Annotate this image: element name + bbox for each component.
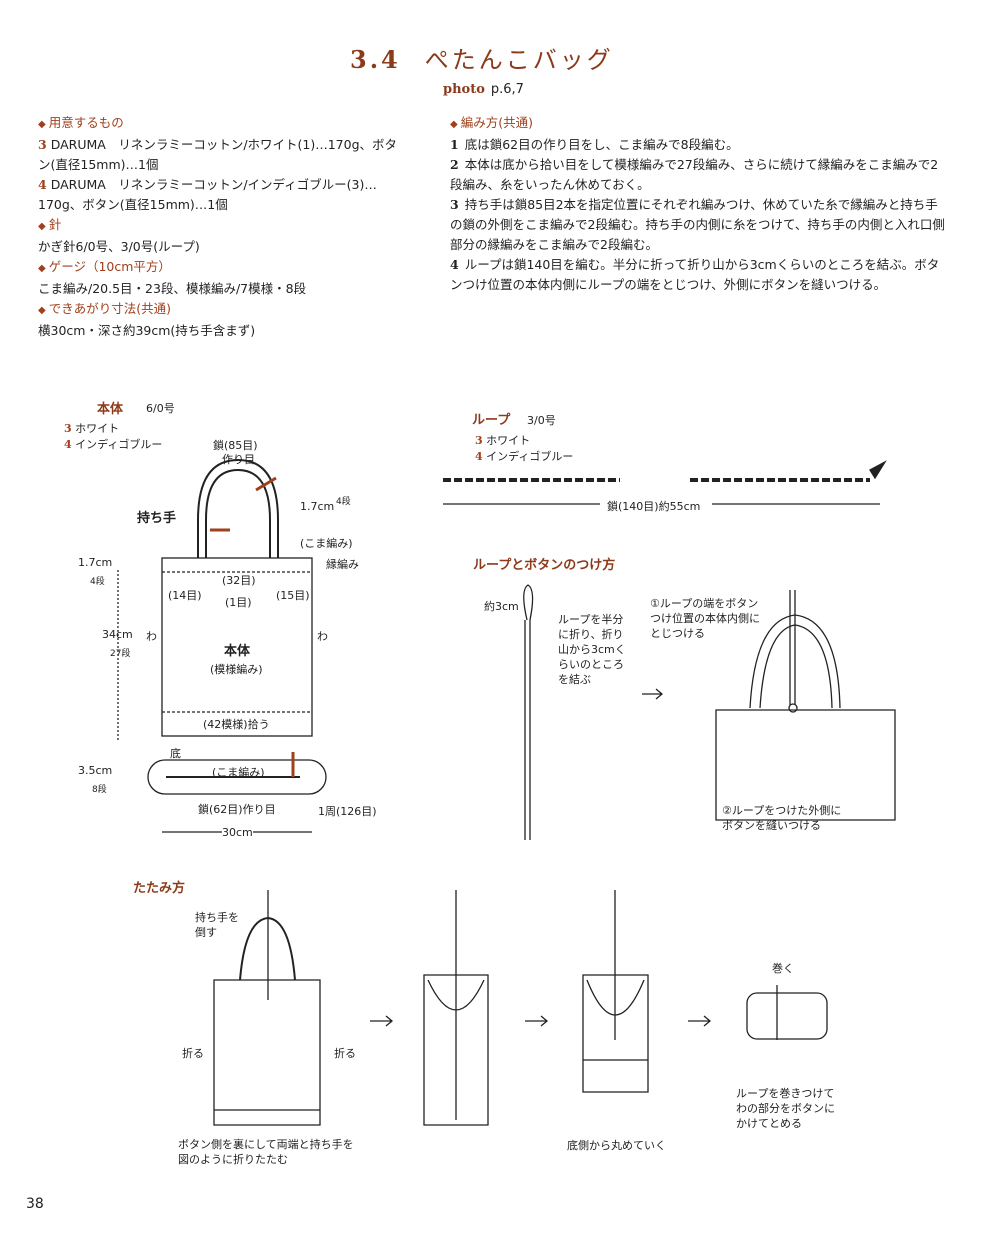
step-text: 本体は底から拾い目をして模様編みで27段編み、さらに続けて縁編みをこま編みで2段… <box>450 157 939 192</box>
color-name: ホワイト <box>486 434 531 447</box>
label: 縁編み <box>326 558 359 571</box>
material-4: 4 DARUMA リネンラミーコットン/インディゴブルー(3)…170g、ボタン… <box>38 175 398 215</box>
label: (32目) <box>222 574 256 587</box>
method-column: 編み方(共通) 1 底は鎖62目の作り目をし、こま編みで8段編む。 2本体は底から… <box>450 113 945 295</box>
gauge-text: こま編み/20.5目・23段、模様編み/7模様・8段 <box>38 281 307 296</box>
loop-hook: 3/0号 <box>527 414 556 427</box>
color-num: 3 <box>64 422 72 435</box>
materials-heading: 用意するもの <box>38 113 398 135</box>
roll-label: 巻く <box>772 962 794 975</box>
num: 4 <box>38 177 47 192</box>
loop-length: 鎖(140目)約55cm <box>607 500 701 513</box>
label: (模様編み) <box>210 663 263 676</box>
label: 本体 <box>224 644 251 659</box>
label: 鎖(62目)作り目 <box>198 803 276 816</box>
label: (1目) <box>225 596 252 609</box>
step-text: 底は鎖62目の作り目をし、こま編みで8段編む。 <box>464 137 739 152</box>
label: 底 <box>170 747 181 760</box>
label: (こま編み) <box>212 766 265 779</box>
color-name: インディゴブルー <box>75 438 163 451</box>
body-diagram-title: 本体 <box>97 402 124 417</box>
text: DARUMA リネンラミーコットン/インディゴブルー(3)…170g、ボタン(直… <box>38 177 377 212</box>
fold-caption-3: ループを巻きつけてわの部分をボタンにかけてとめる <box>736 1087 835 1130</box>
fold-caption-1: ボタン側を裏にして両端と持ち手を図のように折りたたむ <box>178 1138 354 1166</box>
step-num: 3 <box>450 197 459 212</box>
label: 34cm <box>102 628 133 641</box>
photo-label: photo <box>443 82 485 97</box>
step: 1 底は鎖62目の作り目をし、こま編みで8段編む。 <box>450 135 945 155</box>
label: わ <box>146 630 157 643</box>
label: 8段 <box>92 785 107 795</box>
loop-title: ループ <box>472 413 511 428</box>
label: わ <box>317 630 328 643</box>
step-num: 2 <box>450 157 459 172</box>
title-text: ぺたんこバッグ <box>424 46 614 74</box>
needle-text: かぎ針6/0号、3/0号(ループ) <box>38 239 200 254</box>
color-num: 4 <box>475 450 483 463</box>
label: 4段 <box>336 497 351 507</box>
label: (14目) <box>168 589 202 602</box>
fold-title: たたみ方 <box>133 881 186 896</box>
size-heading: できあがり寸法(共通) <box>38 299 398 321</box>
label: 持ち手 <box>137 511 177 526</box>
label: 4段 <box>90 577 105 587</box>
size-text: 横30cm・深さ約39cm(持ち手含まず) <box>38 323 256 338</box>
step-num: 1 <box>450 137 459 152</box>
label: 1周(126目) <box>318 805 377 818</box>
color-num: 4 <box>64 438 72 451</box>
num: 3 <box>38 137 47 152</box>
label: 30cm <box>222 826 253 839</box>
step-text: ループは鎖140目を編む。半分に折って折り山から3cmくらいのところを結ぶ。ボタ… <box>450 257 940 292</box>
section-number: 3.4 <box>350 45 401 74</box>
label: (42模様)拾う <box>203 718 270 731</box>
step-text: 持ち手は鎖85目2本を指定位置にそれぞれ編みつけ、休めていた糸で縁編みと持ち手の… <box>450 197 945 252</box>
label: 1.7cm <box>300 500 335 513</box>
body-hook: 6/0号 <box>146 402 175 415</box>
label: 鎖(85目) <box>213 439 258 452</box>
label: 作り目 <box>222 453 255 466</box>
color-name: インディゴブルー <box>486 450 574 463</box>
label: (15目) <box>276 589 310 602</box>
step-num: 4 <box>450 257 459 272</box>
page-number: 38 <box>26 1196 44 1212</box>
attach-title: ループとボタンのつけ方 <box>473 558 616 573</box>
label: (こま編み) <box>300 537 353 550</box>
text: DARUMA リネンラミーコットン/ホワイト(1)…170g、ボタン(直径15m… <box>38 137 398 172</box>
page-title: 3.4 ぺたんこバッグ <box>350 40 614 75</box>
gauge-heading: ゲージ（10cm平方） <box>38 257 398 279</box>
knot-label: 約3cm <box>484 600 519 613</box>
fold-caption-2: 底側から丸めていく <box>567 1139 666 1152</box>
label: 1.7cm <box>78 556 113 569</box>
attach-step1: ①ループの端をボタンつけ位置の本体内側にとじつける <box>650 597 760 640</box>
material-3: 3 DARUMA リネンラミーコットン/ホワイト(1)…170g、ボタン(直径1… <box>38 135 398 175</box>
needle-heading: 針 <box>38 215 398 237</box>
color-name: ホワイト <box>75 422 120 435</box>
method-heading: 編み方(共通) <box>450 113 945 135</box>
fold-handle: 持ち手を倒す <box>195 911 239 939</box>
attach-step2: ②ループをつけた外側にボタンを縫いつける <box>722 804 842 832</box>
color-num: 3 <box>475 434 483 447</box>
attach-note: ループを半分に折り、折り山から3cmくらいのところを結ぶ <box>558 613 626 686</box>
materials-column: 用意するもの 3 DARUMA リネンラミーコットン/ホワイト(1)…170g、… <box>38 113 398 341</box>
label: 3.5cm <box>78 764 113 777</box>
photo-pages: p.6,7 <box>490 82 524 97</box>
label: 27段 <box>110 649 131 659</box>
photo-ref: photo p.6,7 <box>443 82 524 97</box>
fold-right: 折る <box>334 1047 356 1060</box>
fold-left: 折る <box>182 1047 204 1060</box>
